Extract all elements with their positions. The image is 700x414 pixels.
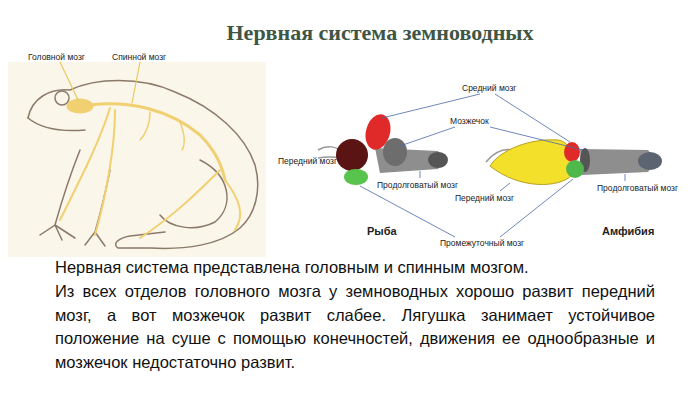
part-label: Средний мозг bbox=[462, 83, 516, 93]
brain-caption: Амфибия bbox=[602, 225, 654, 237]
amphibian-brain bbox=[486, 140, 662, 185]
frog-ground bbox=[8, 62, 266, 257]
title: Нервная система земноводных bbox=[30, 20, 700, 46]
brain-caption: Рыба bbox=[367, 225, 397, 237]
fish-brain bbox=[318, 112, 448, 185]
part-label: Промежуточный мозг bbox=[440, 238, 524, 248]
frog-outline bbox=[28, 81, 258, 249]
part-label: Передний мозг bbox=[278, 156, 337, 166]
part-label: Спинной мозг bbox=[112, 52, 166, 62]
part-label: Головной мозг bbox=[28, 52, 85, 62]
leader-lines bbox=[360, 94, 625, 237]
frog-drawing bbox=[8, 62, 266, 257]
frog-nerves bbox=[60, 62, 240, 238]
part-label: Продолговатый мозг bbox=[597, 183, 678, 193]
part-label: Передний мозг bbox=[455, 193, 514, 203]
body-text: Из всех отделов головного мозга у земнов… bbox=[55, 280, 655, 374]
part-label: Продолговатый мозг bbox=[377, 180, 458, 190]
body-text: Нервная система представлена головным и … bbox=[55, 256, 655, 280]
part-label: Мозжечок bbox=[450, 116, 489, 126]
